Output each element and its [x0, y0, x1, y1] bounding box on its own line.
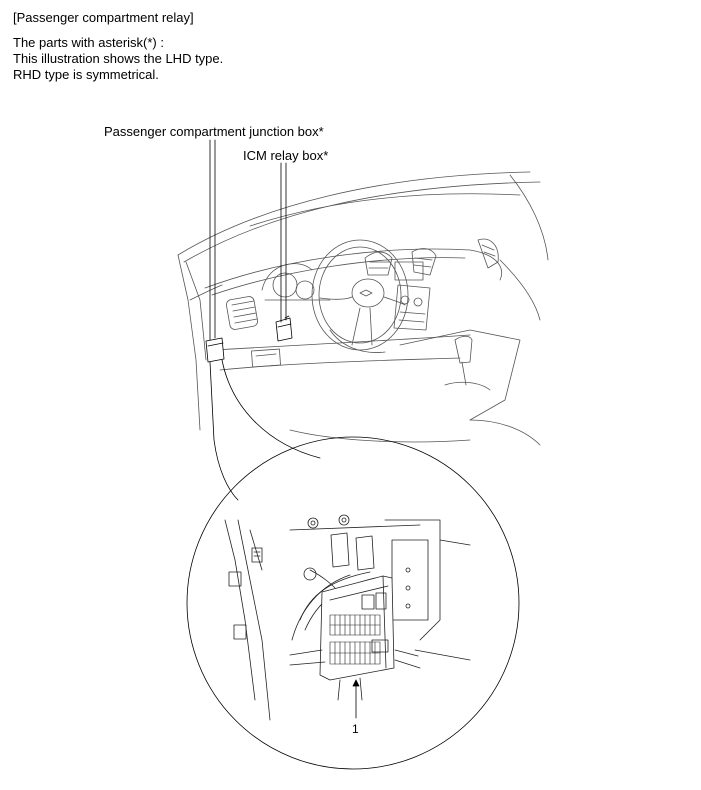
- note-line-1: The parts with asterisk(*) :: [13, 35, 164, 50]
- note-line-2: This illustration shows the LHD type.: [13, 51, 224, 66]
- leader-lines: [209, 139, 287, 341]
- junction-box-label: Passenger compartment junction box*: [104, 124, 324, 139]
- note-line-3: RHD type is symmetrical.: [13, 67, 159, 82]
- icm-relay-box-label: ICM relay box*: [243, 148, 329, 163]
- junction-box: [205, 337, 225, 363]
- detail-number-label: 1: [352, 722, 359, 736]
- detail-magnifier: [186, 359, 520, 770]
- detail-drawing: [224, 514, 471, 721]
- detail-leader: [352, 679, 360, 719]
- icm-relay-box: [275, 315, 293, 342]
- page-title: [Passenger compartment relay]: [13, 10, 194, 25]
- dashboard-drawing: [177, 171, 549, 446]
